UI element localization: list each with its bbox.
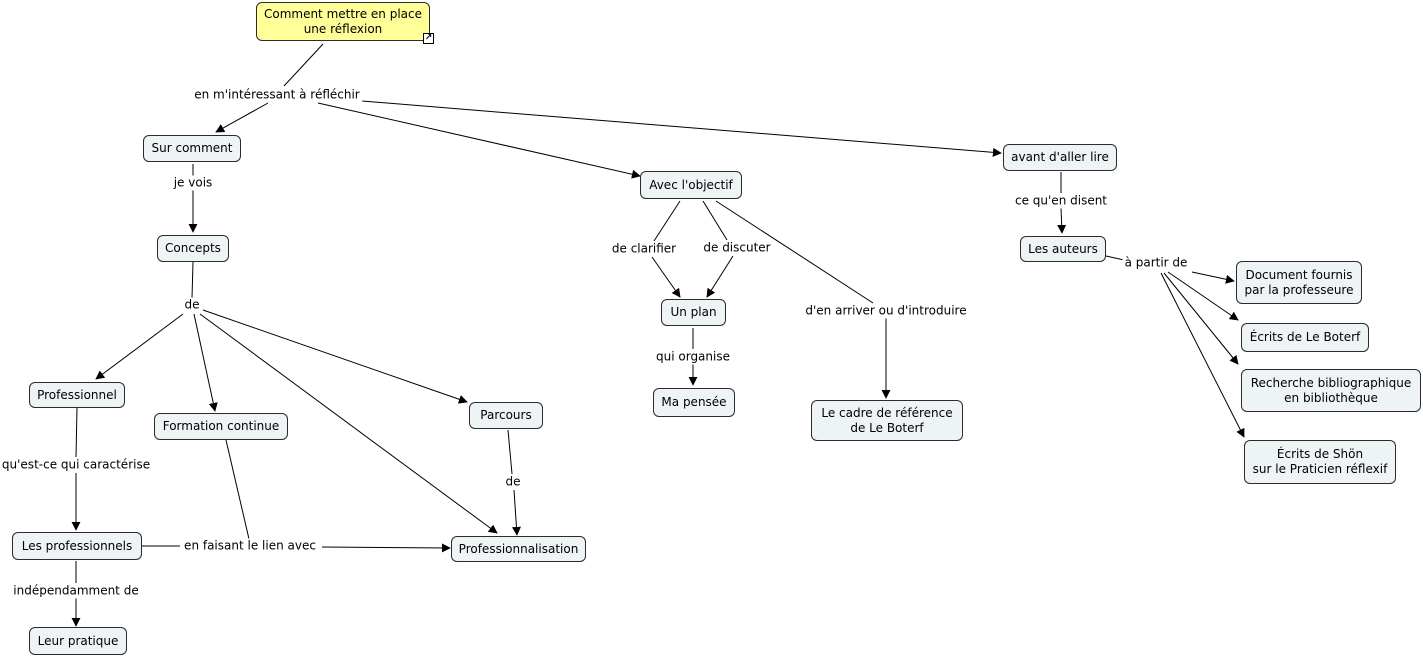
edge-line xyxy=(511,489,521,536)
concept-ma-pensee[interactable]: Ma pensée xyxy=(653,388,735,417)
link-a-partir-de[interactable]: à partir de xyxy=(1122,255,1190,271)
concept-les-auteurs[interactable]: Les auteurs xyxy=(1020,236,1106,262)
link-de-clarifier[interactable]: de clarifier xyxy=(609,241,679,257)
concept-parcours[interactable]: Parcours xyxy=(469,402,543,429)
edge-line xyxy=(715,200,874,304)
edge-line xyxy=(507,429,513,475)
edge-line xyxy=(191,261,194,299)
concept-ecrits-shon[interactable]: Écrits de Shön sur le Praticien réflexif xyxy=(1244,440,1396,484)
edge-line xyxy=(215,102,269,133)
edge-line xyxy=(1191,271,1235,284)
edge-line xyxy=(202,309,468,404)
concept-formation-continue[interactable]: Formation continue xyxy=(154,413,288,440)
link-quest-ce[interactable]: qu'est-ce qui caractérise xyxy=(0,457,153,473)
edge-line xyxy=(75,407,78,458)
link-ce-quen-disent[interactable]: ce qu'en disent xyxy=(1012,193,1110,209)
concept-document-fournis[interactable]: Document fournis par la professeure xyxy=(1236,261,1362,304)
edge-line xyxy=(653,200,681,242)
concept-concepts[interactable]: Concepts xyxy=(157,235,229,262)
edge-line xyxy=(1105,255,1125,261)
concept-avant-aller-lire[interactable]: avant d'aller lire xyxy=(1003,144,1117,171)
edge-line xyxy=(1167,271,1239,321)
link-en-minteressant[interactable]: en m'intéressant à réfléchir xyxy=(192,87,362,103)
edge-line xyxy=(225,439,250,540)
edge-line xyxy=(361,100,1002,157)
edge-line xyxy=(1163,272,1239,365)
concept-cadre-reference[interactable]: Le cadre de référence de Le Boterf xyxy=(811,400,963,441)
concept-les-professionnels[interactable]: Les professionnels xyxy=(12,532,142,560)
concept-sur-comment[interactable]: Sur comment xyxy=(143,135,241,162)
concept-avec-objectif[interactable]: Avec l'objectif xyxy=(640,171,742,199)
concept-un-plan[interactable]: Un plan xyxy=(661,299,726,326)
edge-line xyxy=(283,43,324,87)
link-qui-organise[interactable]: qui organise xyxy=(654,349,732,365)
edge-line xyxy=(199,313,498,534)
edge-line xyxy=(321,543,451,553)
edge-line xyxy=(193,313,218,412)
edge-line xyxy=(1057,207,1067,234)
link-de-parcours[interactable]: de xyxy=(503,474,523,490)
edge-line xyxy=(1160,272,1245,438)
edge-line xyxy=(317,102,641,179)
edge-line xyxy=(702,200,728,241)
link-en-faisant[interactable]: en faisant le lien avec xyxy=(182,538,318,554)
edge-line xyxy=(95,313,184,380)
concept-leur-pratique[interactable]: Leur pratique xyxy=(29,627,127,655)
edge-line xyxy=(651,256,681,298)
edge-line xyxy=(706,255,734,298)
link-je-vois[interactable]: je vois xyxy=(171,175,215,191)
link-de-discuter[interactable]: de discuter xyxy=(701,240,773,256)
concept-professionnalisation[interactable]: Professionnalisation xyxy=(451,536,586,562)
link-independamment[interactable]: indépendamment de xyxy=(11,583,141,599)
concept-root[interactable]: Comment mettre en place une réflexion xyxy=(256,2,430,41)
concept-recherche-biblio[interactable]: Recherche bibliographique en bibliothèqu… xyxy=(1241,369,1421,412)
link-den-arriver[interactable]: d'en arriver ou d'introduire xyxy=(803,303,969,319)
shortcut-arrow-icon[interactable]: ↗ xyxy=(423,33,434,44)
link-de-concepts[interactable]: de xyxy=(182,297,202,313)
concept-professionnel[interactable]: Professionnel xyxy=(29,382,125,408)
concept-ecrits-boterf[interactable]: Écrits de Le Boterf xyxy=(1241,323,1369,352)
